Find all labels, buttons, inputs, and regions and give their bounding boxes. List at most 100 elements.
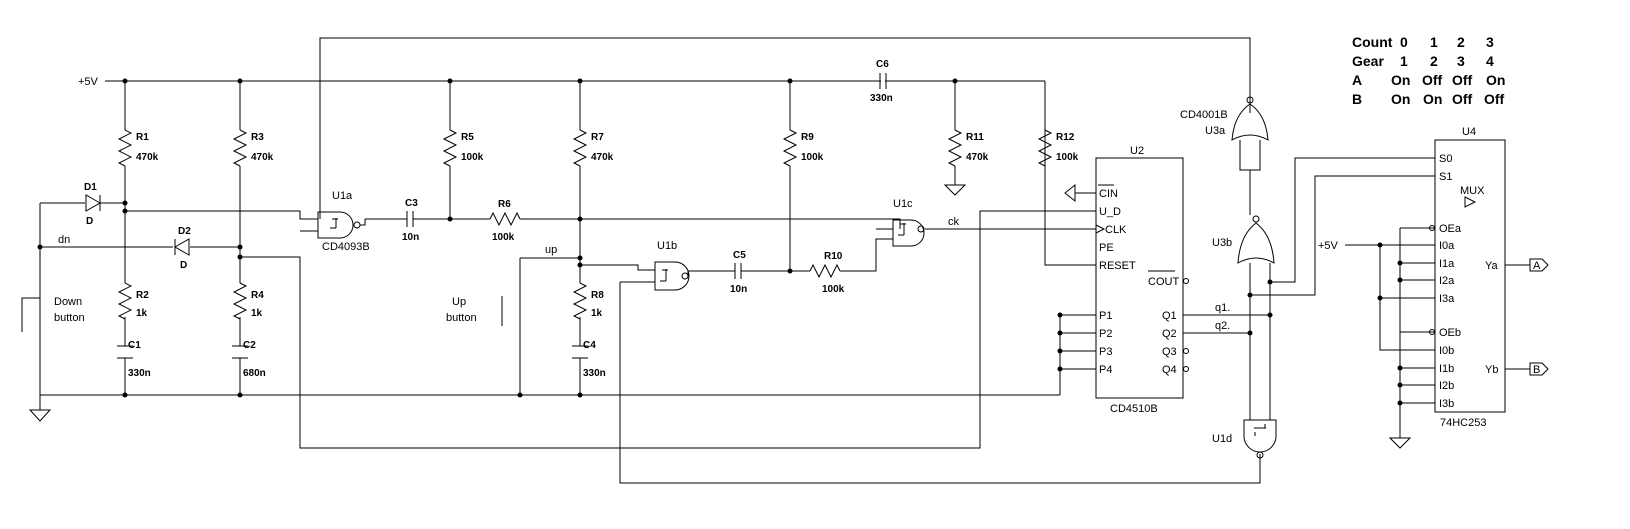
component-label: 330n — [870, 93, 893, 104]
counter-pin-p4: P4 — [1099, 364, 1112, 376]
gate-u3a-label: U3a — [1205, 125, 1226, 137]
capacitor-c6: C6 330n — [870, 59, 893, 104]
component-label: 1k — [136, 308, 148, 319]
mux-pin-i1a: I1a — [1439, 258, 1455, 270]
up-button-label-2: button — [446, 312, 477, 324]
output-a-label: A — [1533, 260, 1541, 272]
mux-pin-s0: S0 — [1439, 153, 1452, 165]
capacitor-c3: C3 10n — [402, 198, 419, 243]
truth-table-row-label: Gear — [1352, 53, 1384, 69]
resistor-r9: R9 100k — [782, 129, 824, 167]
net-q1: q1. — [1215, 302, 1230, 314]
component-label: 470k — [136, 152, 159, 163]
component-label: 100k — [461, 152, 484, 163]
capacitor-c2: C2 680n — [232, 340, 266, 379]
component-label: C5 — [733, 250, 746, 261]
truth-table-cell: On — [1391, 91, 1410, 107]
mux-pin-i2b: I2b — [1439, 380, 1454, 392]
counter-pin-clk: CLK — [1105, 224, 1127, 236]
truth-table-cell: Off — [1452, 91, 1473, 107]
component-label: D — [180, 260, 187, 271]
component-label: C6 — [876, 59, 889, 70]
component-label: R2 — [136, 290, 149, 301]
truth-table: Count 0 1 2 3 Gear 1 2 3 4 A On Off Off … — [1352, 34, 1505, 107]
resistor-r10: R10 100k — [809, 251, 845, 295]
resistor-r2: R2 1k — [117, 282, 149, 320]
component-label: D — [86, 216, 93, 227]
truth-table-cell: On — [1391, 72, 1410, 88]
ground-symbol — [28, 409, 52, 422]
gate-u1b-label: U1b — [657, 240, 677, 252]
truth-table-row-label: A — [1352, 72, 1362, 88]
down-button-label-2: button — [54, 312, 85, 324]
resistor-r4: R4 1k — [232, 282, 264, 320]
component-label: C3 — [405, 198, 418, 209]
truth-table-row-label: B — [1352, 91, 1362, 107]
net-q2: q2. — [1215, 320, 1230, 332]
junctions — [37, 78, 1403, 406]
counter-pin-q1: Q1 — [1162, 310, 1177, 322]
component-label: 100k — [1056, 152, 1079, 163]
resistor-r3: R3 470k — [232, 129, 274, 167]
resistor-r8: R8 1k — [572, 282, 604, 320]
truth-table-cell: 2 — [1457, 34, 1465, 50]
diode-d2: D2 D — [173, 226, 191, 271]
capacitor-c4: C4 330n — [572, 340, 606, 379]
gate-u1c-label: U1c — [893, 198, 913, 210]
component-label: 1k — [251, 308, 263, 319]
down-button-label-1: Down — [54, 296, 82, 308]
gate-u1a-label: U1a — [332, 190, 353, 202]
counter-pin-pe: PE — [1099, 242, 1114, 254]
truth-table-row-label: Count — [1352, 34, 1393, 50]
component-label: 100k — [801, 152, 824, 163]
mux-ic — [1429, 139, 1549, 413]
mux-pin-i0a: I0a — [1439, 240, 1455, 252]
resistor-r7: R7 470k — [572, 129, 614, 167]
capacitor-c5: C5 10n — [730, 250, 747, 295]
truth-table-cell: 4 — [1486, 53, 1494, 69]
component-label: R3 — [251, 132, 264, 143]
capacitor-c1: C1 330n — [117, 340, 151, 379]
up-button-label-1: Up — [452, 296, 466, 308]
truth-table-cell: 1 — [1430, 34, 1438, 50]
mux-pin-i2a: I2a — [1439, 275, 1455, 287]
truth-table-cell: 3 — [1486, 34, 1494, 50]
component-label: 10n — [730, 284, 747, 295]
resistor-r6: R6 100k — [489, 199, 521, 243]
gate-u1d-label: U1d — [1212, 433, 1232, 445]
mux-part: 74HC253 — [1440, 417, 1486, 429]
resistor-r11: R11 470k — [947, 129, 989, 167]
gate-u3-part: CD4001B — [1180, 109, 1228, 121]
ground-symbol-mux — [1388, 437, 1412, 449]
counter-pin-p2: P2 — [1099, 328, 1112, 340]
component-label: 100k — [492, 232, 515, 243]
counter-pin-q2: Q2 — [1162, 328, 1177, 340]
gate-u3b-label: U3b — [1212, 237, 1232, 249]
component-label: R8 — [591, 290, 604, 301]
truth-table-cell: Off — [1422, 72, 1443, 88]
resistor-r5: R5 100k — [442, 129, 484, 167]
mux-pin-ya: Ya — [1485, 260, 1499, 272]
component-label: R12 — [1056, 132, 1075, 143]
net-ck: ck — [948, 216, 960, 228]
component-label: D1 — [84, 182, 97, 193]
component-label: R4 — [251, 290, 264, 301]
truth-table-cell: On — [1423, 91, 1442, 107]
resistor-r12: R12 100k — [1037, 129, 1079, 167]
truth-table-cell: 2 — [1430, 53, 1438, 69]
net-up: up — [545, 244, 557, 256]
ground-symbol-r11 — [943, 184, 967, 196]
component-label: 330n — [128, 368, 151, 379]
component-label: 470k — [591, 152, 614, 163]
resistor-r1: R1 470k — [117, 129, 159, 167]
component-label: 470k — [966, 152, 989, 163]
truth-table-cell: Off — [1452, 72, 1473, 88]
counter-pin-q4: Q4 — [1162, 364, 1177, 376]
vcc-label: +5V — [78, 76, 99, 88]
component-label: 1k — [591, 308, 603, 319]
truth-table-cell: 1 — [1400, 53, 1408, 69]
counter-pin-cout: COUT — [1148, 276, 1179, 288]
counter-ref: U2 — [1130, 145, 1144, 157]
gate-u3b — [1237, 215, 1275, 264]
